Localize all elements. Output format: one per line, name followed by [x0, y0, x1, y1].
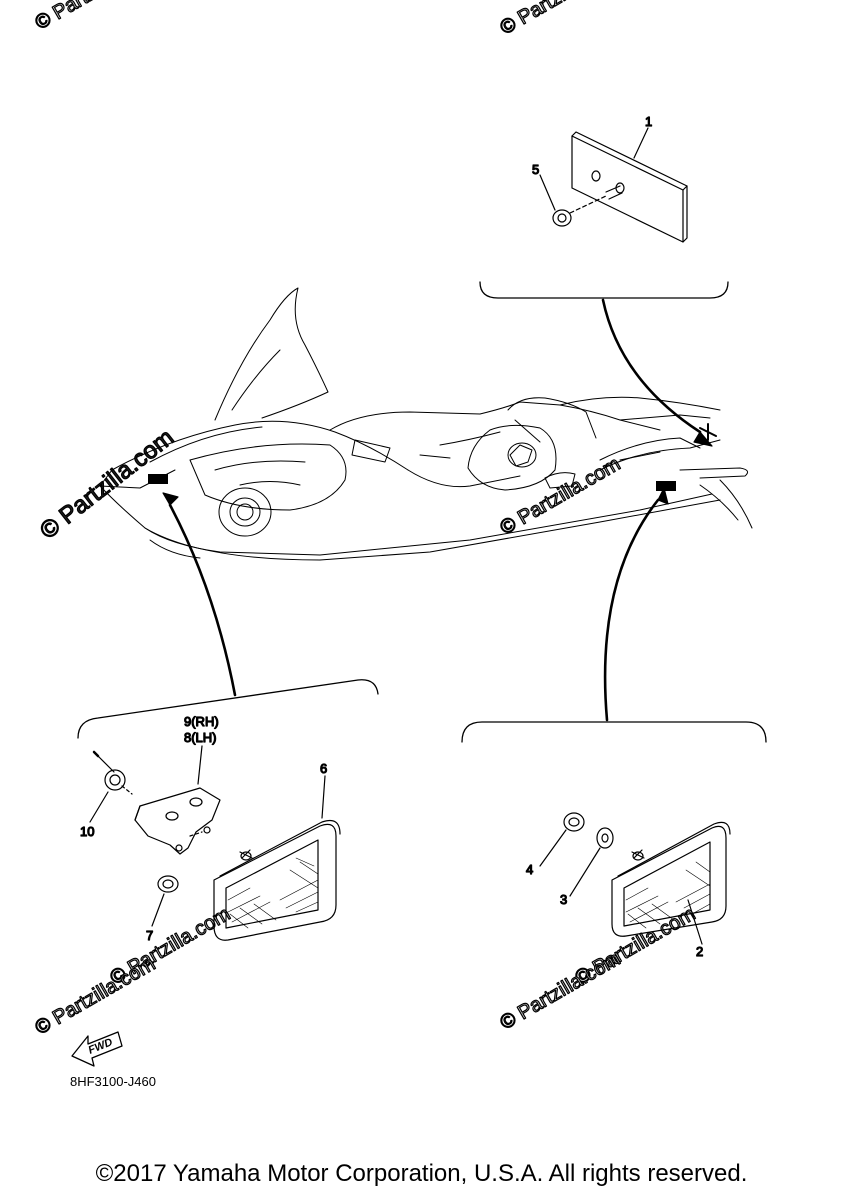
watermark-main: © Partzilla.com: [35, 424, 179, 545]
snowmobile-illustration: [99, 287, 753, 561]
watermark-bottom-left: © Partzilla.com: [32, 953, 160, 1039]
callout-3: 3: [560, 892, 567, 907]
fwd-arrow-icon: FWD: [71, 1031, 123, 1067]
watermark-top-left: © Partzilla.com: [32, 0, 160, 34]
detail-top-right: [479, 127, 729, 447]
callout-2: 2: [696, 944, 703, 959]
copyright-notice: ©2017 Yamaha Motor Corporation, U.S.A. A…: [95, 1160, 748, 1187]
watermark-top-right: © Partzilla.com: [497, 0, 625, 39]
callout-7: 7: [146, 928, 153, 943]
diagram-code: 8HF3100-J460: [70, 1074, 156, 1089]
callout-5: 5: [532, 162, 539, 177]
callout-9: 9(RH): [184, 714, 219, 729]
watermark-bottom-right: © Partzilla.com: [497, 948, 625, 1034]
callout-6: 6: [320, 761, 327, 776]
detail-bottom-right: [461, 487, 767, 945]
callout-8: 8(LH): [184, 730, 217, 745]
callout-4: 4: [526, 862, 533, 877]
fwd-label: FWD: [87, 1036, 115, 1057]
detail-bottom-left: [77, 492, 379, 941]
callout-10: 10: [80, 824, 94, 839]
callout-1: 1: [645, 114, 652, 129]
